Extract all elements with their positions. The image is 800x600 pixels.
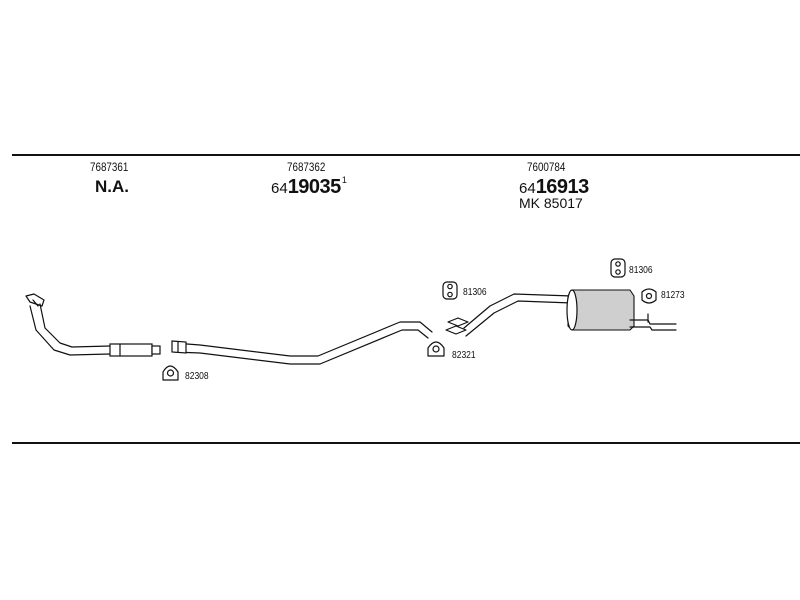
middle-pipe [171,321,433,365]
front-pipe [25,293,161,357]
rear-pipe-silencer [445,289,677,337]
rear-silencer-ref-main: 16913 [535,176,590,198]
clamp-label-82321: 82321 [452,350,476,361]
middle-pipe-ref-main: 19035 [287,176,342,198]
hanger-81306-a-icon [442,281,458,300]
hanger-81306-b-icon [610,258,626,278]
rear-silencer-ref: 6416913 [519,177,589,197]
clamp-82321-icon [427,341,445,357]
hanger-81273-icon [641,288,657,304]
part-number-middle-pipe: 7687362 [287,160,326,174]
rear-silencer-ref-prefix: 64 [519,180,536,197]
part-number-rear-silencer: 7600784 [527,160,566,174]
middle-pipe-ref-suffix: 1 [341,175,347,185]
middle-pipe-ref: 64190351 [271,175,347,198]
top-rule [12,154,800,156]
rear-silencer-mk-ref: MK 85017 [519,195,583,211]
bottom-rule [12,442,800,444]
part-number-front-pipe: 7687361 [90,160,129,174]
middle-pipe-ref-prefix: 64 [271,180,288,197]
hanger-label-81306-a: 81306 [463,287,487,298]
front-pipe-description: N.A. [95,177,129,196]
clamp-label-82308: 82308 [185,371,209,382]
hanger-label-81306-b: 81306 [629,265,653,276]
hanger-label-81273: 81273 [661,290,685,301]
clamp-82308-icon [162,365,179,381]
